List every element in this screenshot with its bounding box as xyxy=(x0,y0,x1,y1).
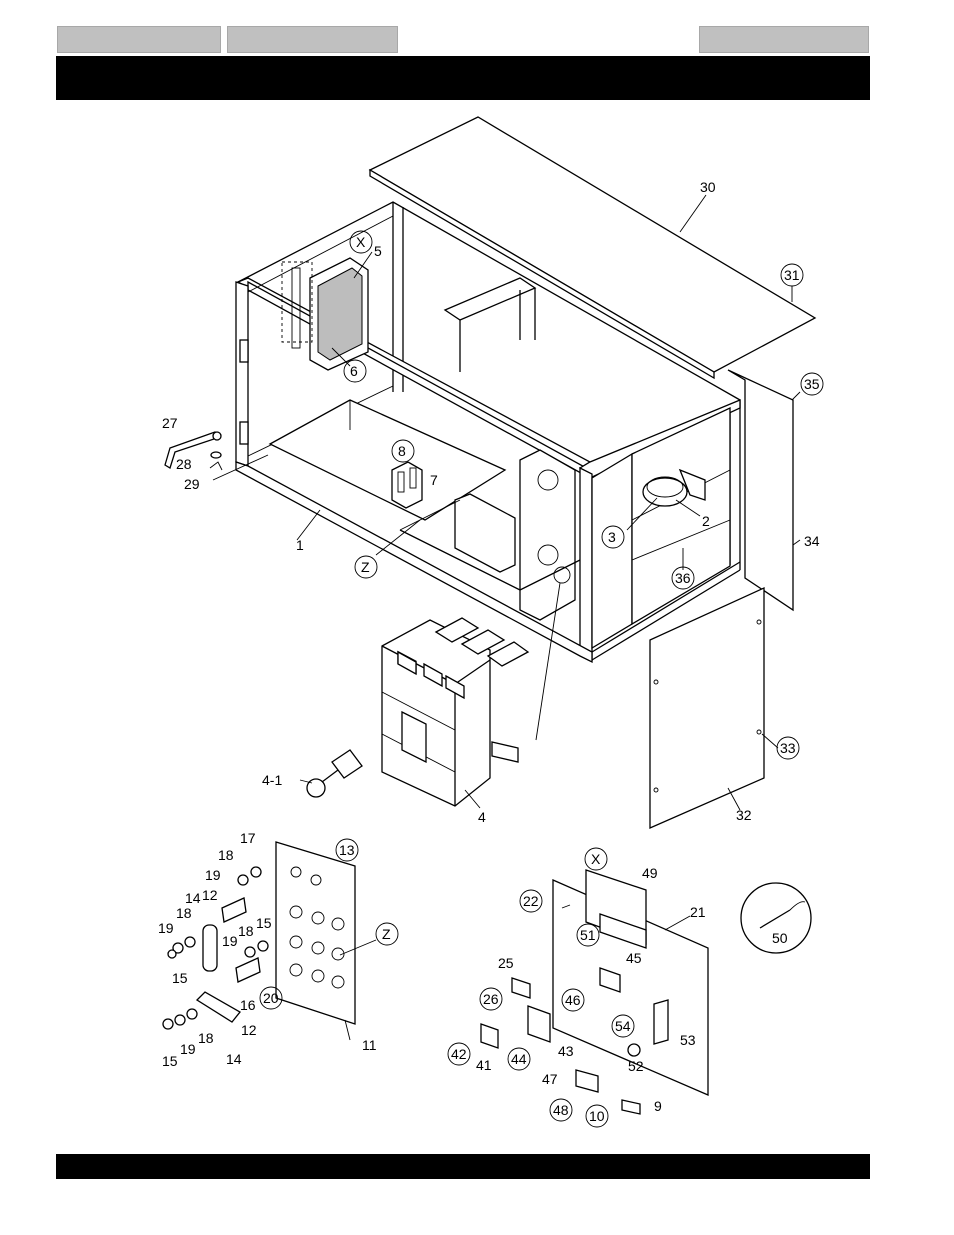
lever-parts xyxy=(164,431,269,481)
callout-19a: 19 xyxy=(205,867,221,883)
top-cover-panel xyxy=(368,116,817,380)
callout-7: 7 xyxy=(430,472,438,488)
callout-43: 43 xyxy=(558,1043,574,1059)
callout-49: 49 xyxy=(642,865,658,881)
callout-34: 34 xyxy=(804,533,820,549)
header-tab-1 xyxy=(57,26,221,53)
callout-20: 20 xyxy=(263,990,279,1006)
header-tab-2 xyxy=(227,26,398,53)
fan-assembly xyxy=(642,468,706,507)
callout-x2: X xyxy=(591,851,601,867)
bus-bar-plate xyxy=(275,841,356,1025)
callout-6: 6 xyxy=(350,363,358,379)
callout-5: 5 xyxy=(374,243,382,259)
callout-22: 22 xyxy=(523,893,539,909)
callout-17: 17 xyxy=(240,830,256,846)
callout-1: 1 xyxy=(296,537,304,553)
callout-8: 8 xyxy=(398,443,406,459)
callout-33: 33 xyxy=(780,740,796,756)
callout-47: 47 xyxy=(542,1071,558,1087)
main-circuit-breaker xyxy=(381,582,561,807)
callout-14a: 14 xyxy=(185,890,201,906)
callout-45: 45 xyxy=(626,950,642,966)
callout-48: 48 xyxy=(553,1102,569,1118)
callout-z2: Z xyxy=(382,926,391,942)
callout-21: 21 xyxy=(690,904,706,920)
small-breaker xyxy=(391,461,423,509)
breaker-handle xyxy=(306,749,363,798)
callout-46: 46 xyxy=(565,992,581,1008)
callout-35: 35 xyxy=(804,376,820,392)
callout-42: 42 xyxy=(451,1046,467,1062)
leader-lines xyxy=(296,194,801,1041)
callout-50: 50 xyxy=(772,930,788,946)
footer-bar xyxy=(56,1154,870,1179)
callout-14b: 14 xyxy=(226,1051,242,1067)
callout-32: 32 xyxy=(736,807,752,823)
callout-3: 3 xyxy=(608,529,616,545)
callout-4: 4 xyxy=(478,809,486,825)
control-plate xyxy=(480,869,709,1115)
callout-4-1: 4-1 xyxy=(262,772,282,788)
filter-box xyxy=(281,257,369,371)
callout-54: 54 xyxy=(615,1018,631,1034)
callout-11: 11 xyxy=(362,1037,377,1053)
callout-12b: 12 xyxy=(241,1022,257,1038)
callout-29: 29 xyxy=(184,476,200,492)
callout-28: 28 xyxy=(176,456,192,472)
callout-41: 41 xyxy=(476,1057,492,1073)
callout-19d: 19 xyxy=(180,1041,196,1057)
side-panel xyxy=(727,369,794,612)
callout-15a: 15 xyxy=(256,915,272,931)
callout-52: 52 xyxy=(628,1058,644,1074)
callout-27: 27 xyxy=(162,415,178,431)
callout-36: 36 xyxy=(675,570,691,586)
callout-44: 44 xyxy=(511,1051,527,1067)
detail-circle-50 xyxy=(740,882,812,954)
callout-25: 25 xyxy=(498,955,514,971)
callout-31: 31 xyxy=(784,267,800,283)
callout-18c: 18 xyxy=(238,923,254,939)
header-title-bar xyxy=(56,56,870,100)
callout-26: 26 xyxy=(483,991,499,1007)
callout-18a: 18 xyxy=(218,847,234,863)
callout-2: 2 xyxy=(702,513,710,529)
callout-x: X xyxy=(356,234,366,250)
callout-15c: 15 xyxy=(162,1053,178,1069)
callout-18b: 18 xyxy=(176,905,192,921)
callout-51: 51 xyxy=(580,927,596,943)
callout-16: 16 xyxy=(240,997,256,1013)
header-tab-3 xyxy=(699,26,869,53)
callout-19c: 19 xyxy=(222,933,238,949)
callout-z: Z xyxy=(361,559,370,575)
front-panel xyxy=(649,586,765,829)
callout-12a: 12 xyxy=(202,887,218,903)
callout-13: 13 xyxy=(339,842,355,858)
callout-15b: 15 xyxy=(172,970,188,986)
callout-30: 30 xyxy=(700,179,716,195)
callout-10: 10 xyxy=(589,1108,605,1124)
callout-53: 53 xyxy=(680,1032,696,1048)
callout-labels: 30 31 X 5 6 35 27 28 29 8 7 1 2 3 34 Z 3… xyxy=(158,179,824,1128)
bus-bar-hardware xyxy=(162,866,269,1030)
callout-18d: 18 xyxy=(198,1030,214,1046)
callout-19b: 19 xyxy=(158,920,174,936)
callout-9: 9 xyxy=(654,1098,662,1114)
